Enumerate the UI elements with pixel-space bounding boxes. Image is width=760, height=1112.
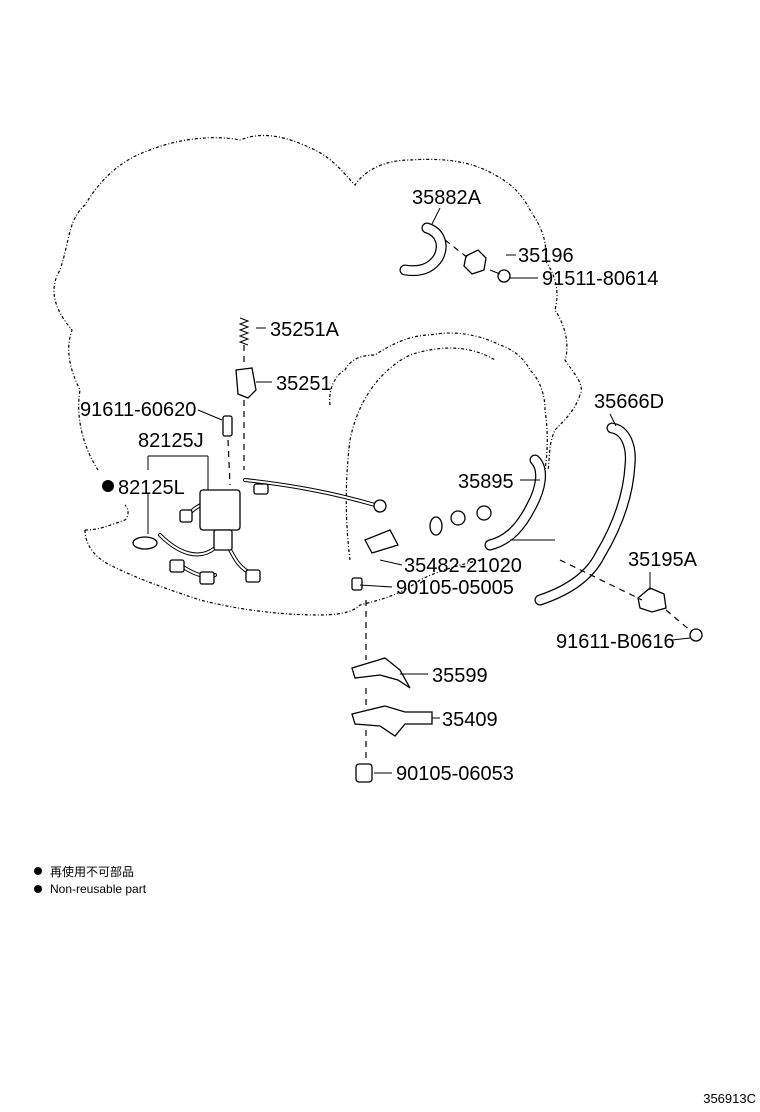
label-35251a: 35251A [270, 319, 340, 341]
bolt-90105-06053 [355, 763, 373, 783]
harness-connector-plug-2 [179, 509, 193, 523]
label-35195a: 35195A [628, 549, 698, 571]
label-35251: 35251 [276, 373, 332, 395]
non-reusable-marker [102, 480, 114, 492]
label-91611-b0616: 91611-B0616 [556, 631, 675, 653]
label-35882a: 35882A [412, 187, 482, 209]
hose-35882a [400, 223, 446, 275]
bolt-91511-80614 [497, 269, 511, 283]
hose-35666d [535, 423, 635, 605]
bolt-91611-60620 [222, 415, 233, 437]
detent-35251 [235, 367, 257, 399]
harness-bolt-end [373, 499, 387, 513]
bracket-35599 [351, 657, 411, 689]
label-35196: 35196 [518, 245, 574, 267]
transmission-housing-front [547, 394, 581, 471]
legend-text-english: Non-reusable part [50, 882, 147, 896]
harness-connector-plug-3 [169, 559, 185, 573]
label-35599: 35599 [432, 665, 488, 687]
label-82125j: 82125J [138, 430, 204, 452]
label-82125l: 82125L [118, 477, 185, 499]
label-35409: 35409 [442, 709, 498, 731]
label-91611-60620: 91611-60620 [80, 399, 196, 421]
bracket-35409 [351, 705, 433, 737]
label-90105-05005: 90105-05005 [396, 577, 514, 599]
bellhousing-inner [345, 347, 496, 561]
housing-fitting-1 [450, 510, 466, 526]
legend-dot-icon [34, 885, 42, 893]
diagram-id: 356913C [703, 1091, 756, 1106]
clamp-35195a [637, 587, 667, 613]
legend-row-japanese: 再使用不可部品 [34, 862, 146, 880]
oil-pan-outline [84, 504, 481, 616]
bolt-90105-05005 [351, 577, 363, 591]
label-91511-80614: 91511-80614 [542, 268, 658, 290]
harness-connector-plug-1 [253, 483, 269, 495]
label-35482-21020: 35482-21020 [404, 555, 522, 577]
spring-35251a [238, 317, 250, 346]
legend-row-english: Non-reusable part [34, 880, 146, 898]
hose-35895 [485, 455, 545, 550]
label-35895: 35895 [458, 471, 514, 493]
bracket-35482-21020 [364, 529, 399, 554]
clamp-35196 [463, 249, 487, 275]
harness-connector-main [199, 489, 241, 531]
label-90105-06053: 90105-06053 [396, 763, 514, 785]
housing-fitting-2 [476, 505, 492, 521]
harness-sensor-body [213, 529, 233, 551]
legend: 再使用不可部品 Non-reusable part [34, 862, 146, 898]
harness-connector-plug-5 [245, 569, 261, 583]
harness-connector-plug-4 [199, 571, 215, 585]
legend-text-japanese: 再使用不可部品 [50, 864, 135, 879]
housing-fitting-3 [429, 516, 443, 536]
bellhousing-outline [329, 332, 548, 471]
legend-dot-icon [34, 867, 42, 875]
label-35666d: 35666D [594, 391, 664, 413]
o-ring-82125l [132, 536, 158, 550]
bolt-91611-b0616 [689, 628, 703, 642]
